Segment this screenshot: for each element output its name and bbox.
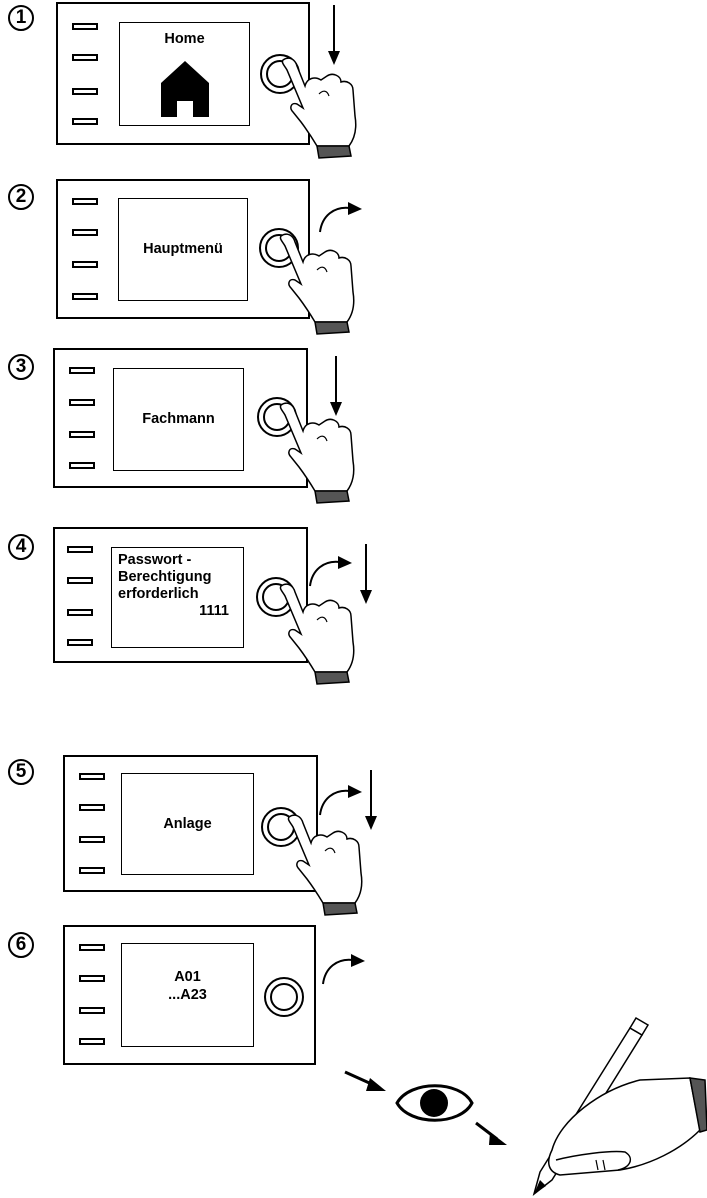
display-screen: A01 ...A23 <box>121 943 254 1047</box>
control-unit: Anlage <box>63 755 318 892</box>
hand-press-icon <box>279 233 355 335</box>
rotate-arrow-icon <box>319 784 363 816</box>
side-button[interactable] <box>69 367 95 374</box>
side-button[interactable] <box>69 462 95 469</box>
home-icon <box>161 61 209 117</box>
step-number: 3 <box>8 354 34 380</box>
side-button[interactable] <box>79 1007 105 1014</box>
side-button[interactable] <box>69 431 95 438</box>
screen-text: Home <box>164 31 205 47</box>
side-button[interactable] <box>72 293 98 300</box>
side-button[interactable] <box>67 609 93 616</box>
side-button[interactable] <box>67 577 93 584</box>
arrow-down-icon <box>359 543 373 605</box>
side-button[interactable] <box>79 867 105 874</box>
arrow-down-icon <box>327 4 341 66</box>
control-unit: Fachmann <box>53 348 308 488</box>
rotate-arrow-icon <box>319 201 363 233</box>
arrow-icon <box>344 1070 386 1091</box>
side-button[interactable] <box>79 1038 105 1045</box>
screen-line: Berechtigung <box>118 569 212 585</box>
side-button[interactable] <box>79 804 105 811</box>
control-unit: Passwort - Berechtigung erforderlich 111… <box>53 527 308 663</box>
arrow-down-icon <box>329 355 343 417</box>
side-button[interactable] <box>79 975 105 982</box>
display-screen: Fachmann <box>113 368 244 471</box>
side-button[interactable] <box>72 23 98 30</box>
hand-press-icon <box>279 583 355 685</box>
side-button[interactable] <box>79 944 105 951</box>
screen-line: ...A23 <box>168 987 207 1003</box>
screen-line: erforderlich <box>118 586 199 602</box>
control-unit: Home <box>56 2 310 145</box>
hand-writing-icon <box>532 1016 707 1196</box>
step-number: 6 <box>8 932 34 958</box>
arrow-icon <box>475 1121 507 1145</box>
side-button[interactable] <box>69 399 95 406</box>
display-screen: Hauptmenü <box>118 198 248 301</box>
screen-text: Hauptmenü <box>143 241 223 257</box>
screen-line: A01 <box>174 969 201 985</box>
screen-text: Anlage <box>163 816 212 832</box>
password-value: 1111 <box>199 603 229 619</box>
eye-icon <box>395 1084 474 1122</box>
screen-text: Fachmann <box>142 411 215 427</box>
screen-line: Passwort - <box>118 552 192 568</box>
side-button[interactable] <box>67 639 93 646</box>
step-number: 5 <box>8 759 34 785</box>
display-screen: Home <box>119 22 250 126</box>
side-button[interactable] <box>79 773 105 780</box>
side-button[interactable] <box>72 261 98 268</box>
rotate-arrow-icon <box>322 953 366 985</box>
arrow-down-icon <box>364 769 378 831</box>
side-button[interactable] <box>72 229 98 236</box>
side-button[interactable] <box>67 546 93 553</box>
hand-press-icon <box>287 814 363 916</box>
side-button[interactable] <box>72 118 98 125</box>
hand-press-icon <box>279 402 355 504</box>
display-screen: Passwort - Berechtigung erforderlich 111… <box>111 547 244 648</box>
side-button[interactable] <box>79 836 105 843</box>
rotary-knob[interactable] <box>264 977 304 1017</box>
side-button[interactable] <box>72 88 98 95</box>
rotate-arrow-icon <box>309 555 353 587</box>
hand-press-icon <box>281 57 357 159</box>
side-button[interactable] <box>72 198 98 205</box>
side-button[interactable] <box>72 54 98 61</box>
control-unit: Hauptmenü <box>56 179 310 319</box>
display-screen: Anlage <box>121 773 254 875</box>
step-number: 1 <box>8 5 34 31</box>
step-number: 2 <box>8 184 34 210</box>
step-number: 4 <box>8 534 34 560</box>
control-unit: A01 ...A23 <box>63 925 316 1065</box>
